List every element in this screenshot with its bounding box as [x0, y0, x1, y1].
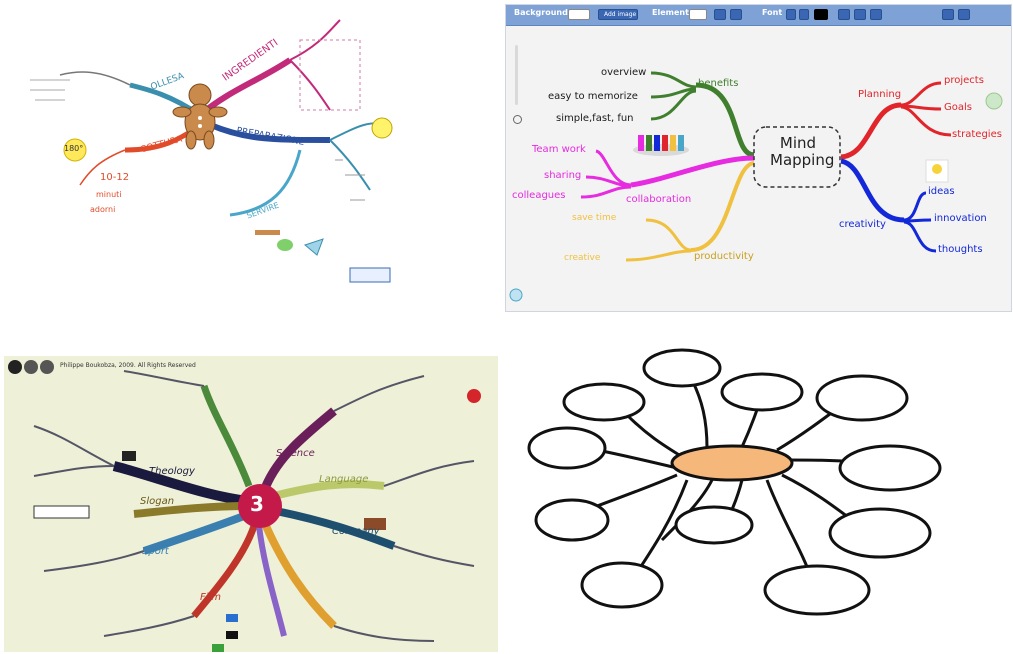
element-color-picker[interactable] [689, 9, 707, 20]
mindmap-canvas [509, 71, 1003, 302]
sun-icon [371, 117, 393, 139]
branch-language: Language [319, 474, 369, 485]
font-color-picker[interactable] [814, 9, 828, 20]
bubble-11[interactable] [763, 564, 871, 616]
font-align-button[interactable] [870, 9, 882, 20]
zoom-reset-icon[interactable] [513, 115, 522, 124]
center-title: Mind Mapping [770, 134, 835, 169]
leaf-creative[interactable]: creative [564, 253, 601, 263]
recipe-mindmap-drawing [30, 19, 393, 283]
font-label: Font [762, 8, 783, 17]
bubble-8[interactable] [674, 505, 754, 545]
leaf-ideas[interactable]: ideas [928, 186, 955, 197]
undo-button[interactable] [942, 9, 954, 20]
cc-license-icon [8, 360, 22, 374]
time-unit: minuti [96, 190, 122, 199]
copyright-header: Philippe Boukobza, 2009. All Rights Rese… [60, 362, 196, 369]
leaf-team-work[interactable]: Team work [532, 144, 586, 155]
font-size-up-button[interactable] [854, 9, 866, 20]
branch-company: Company [332, 526, 380, 537]
bubble-3[interactable] [720, 372, 804, 412]
add-image-button[interactable]: Add image [598, 9, 638, 20]
font-italic-button[interactable] [799, 9, 809, 20]
center-node[interactable] [753, 126, 841, 188]
editor-toolbar: Background Add image Element Font [506, 5, 1011, 26]
bubble-1[interactable] [642, 348, 722, 388]
font-bold-button[interactable] [786, 9, 796, 20]
oven-temp-badge [63, 138, 87, 162]
leaf-sharing[interactable]: sharing [544, 170, 582, 181]
leaf-easy-to-memorize[interactable]: easy to memorize [548, 91, 638, 102]
branch-film: Film [200, 592, 222, 603]
bubble-7[interactable] [534, 498, 610, 542]
background-color-picker[interactable] [568, 9, 590, 20]
school-mindmap-panel: Philippe Boukobza, 2009. All Rights Rese… [4, 356, 498, 652]
leaf-projects[interactable]: projects [944, 75, 984, 86]
school-mindmap-drawing [33, 370, 481, 652]
branch-productivity[interactable]: productivity [694, 251, 754, 262]
time-note: 10-12 [100, 172, 130, 183]
bubble-2[interactable] [562, 382, 646, 422]
leaf-simple-fast-fun[interactable]: simple,fast, fun [556, 113, 634, 124]
extra-note: adorni [90, 205, 116, 214]
branch-theology: Theology [149, 466, 195, 477]
lightbulb-icon [925, 159, 949, 183]
leaf-overview[interactable]: overview [601, 67, 647, 78]
recipe-mindmap-panel: OLLESA COTTURA INGREDIENTI PREPARAZIONE … [0, 0, 500, 318]
app-logo-icon [509, 288, 523, 302]
bubble-10[interactable] [580, 561, 664, 609]
branch-slogan: Slogan [140, 496, 175, 507]
bubble-4[interactable] [815, 374, 909, 422]
bubble-9[interactable] [828, 507, 932, 559]
background-label: Background [514, 8, 568, 17]
team-people-icon [633, 135, 689, 156]
branch-creativity[interactable]: creativity [839, 219, 886, 230]
leaf-goals[interactable]: Goals [944, 102, 972, 113]
blank-bubble-map-panel [512, 340, 1010, 650]
bubble-6[interactable] [838, 444, 942, 492]
element-label: Element [652, 8, 689, 17]
center-bubble[interactable] [670, 444, 794, 482]
branch-sport: Sport [142, 546, 169, 557]
leaf-colleagues[interactable]: colleagues [512, 190, 566, 201]
mindmap-editor-panel: Background Add image Element Font [505, 4, 1012, 312]
temp-note: 180° [64, 144, 84, 153]
font-size-down-button[interactable] [838, 9, 850, 20]
branch-benefits[interactable]: benefits [698, 78, 739, 89]
leaf-innovation[interactable]: innovation [934, 213, 987, 224]
leaf-save-time[interactable]: save time [572, 213, 617, 223]
blank-bubble-map-drawing [527, 348, 942, 616]
by-license-icon [24, 360, 38, 374]
zoom-slider[interactable] [515, 45, 518, 105]
gingerbread-icon [172, 83, 228, 150]
target-icon [985, 92, 1003, 110]
center-number: 3 [250, 492, 264, 516]
nc-license-icon [40, 360, 54, 374]
branch-planning[interactable]: Planning [858, 89, 902, 100]
bubble-5[interactable] [527, 426, 607, 470]
branch-collaboration[interactable]: collaboration [626, 194, 692, 205]
element-tool-button-2[interactable] [730, 9, 742, 20]
leaf-thoughts[interactable]: thoughts [938, 244, 983, 255]
branch-science: Science [276, 448, 315, 459]
redo-button[interactable] [958, 9, 970, 20]
leaf-strategies[interactable]: strategies [952, 129, 1002, 140]
element-tool-button-1[interactable] [714, 9, 726, 20]
